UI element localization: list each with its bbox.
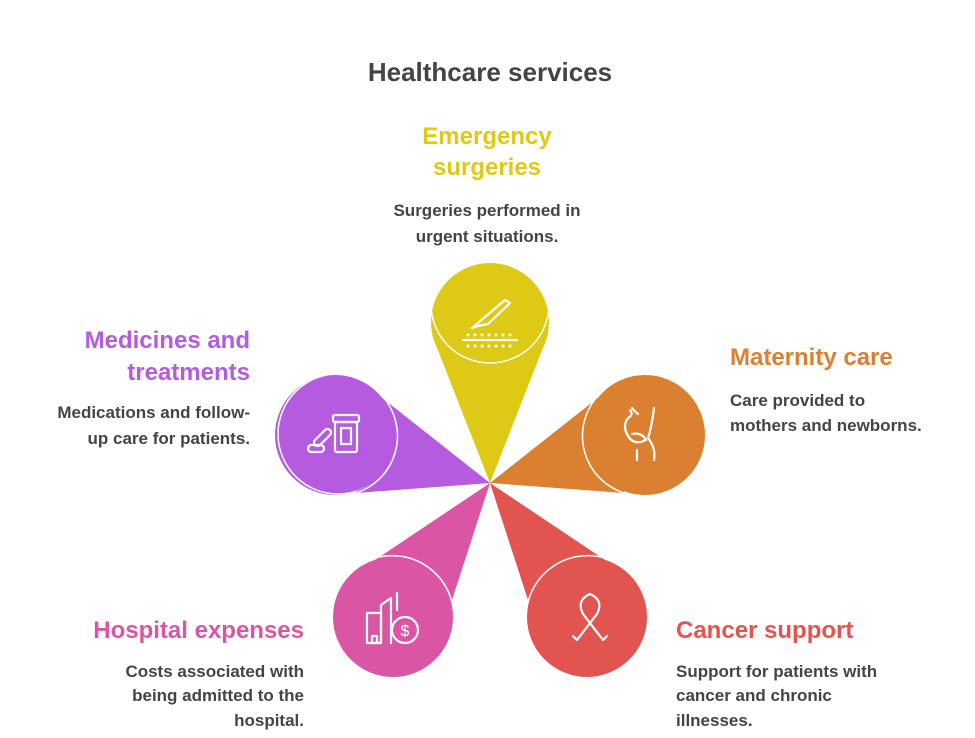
petal-maternity-care xyxy=(490,375,705,495)
description: Care provided to xyxy=(730,391,865,410)
petal-cancer-support xyxy=(490,483,647,677)
page-title: Healthcare services xyxy=(368,57,612,87)
petal-medicines-treatments xyxy=(275,375,490,495)
description: Costs associated with xyxy=(125,662,304,681)
ribbon-icon xyxy=(571,592,609,642)
label-cancer-support: Cancer support Support for patients with… xyxy=(676,617,877,730)
hospital-cost-icon: $ xyxy=(365,591,420,645)
heading: treatments xyxy=(127,359,250,386)
label-maternity-care: Maternity care Care provided to mothers … xyxy=(730,344,922,435)
petal-emergency-surgeries xyxy=(431,263,549,483)
heading: Cancer support xyxy=(676,617,853,644)
label-emergency-surgeries: Emergency surgeries Surgeries performed … xyxy=(393,123,580,246)
label-medicines-treatments: Medicines and treatments Medications and… xyxy=(57,327,250,448)
description: illnesses. xyxy=(676,711,753,730)
scalpel-icon xyxy=(461,298,519,348)
description: urgent situations. xyxy=(416,227,559,246)
heading: Medicines and xyxy=(85,327,250,354)
description: up care for patients. xyxy=(88,429,250,448)
description: hospital. xyxy=(234,711,304,730)
description: Surgeries performed in xyxy=(393,201,580,220)
description: Support for patients with xyxy=(676,662,877,681)
heading: Maternity care xyxy=(730,344,893,371)
description: being admitted to the xyxy=(132,686,304,705)
petal-hospital-expenses: $ xyxy=(333,483,490,677)
pregnant-icon xyxy=(623,406,656,462)
description: mothers and newborns. xyxy=(730,416,922,435)
heading: Hospital expenses xyxy=(93,617,304,644)
heading: surgeries xyxy=(433,154,541,181)
pill-bottle-icon xyxy=(306,413,361,454)
label-hospital-expenses: Hospital expenses Costs associated with … xyxy=(93,617,304,730)
svg-text:$: $ xyxy=(401,623,410,640)
heading: Emergency xyxy=(422,123,552,150)
description: cancer and chronic xyxy=(676,686,832,705)
description: Medications and follow- xyxy=(57,403,250,422)
